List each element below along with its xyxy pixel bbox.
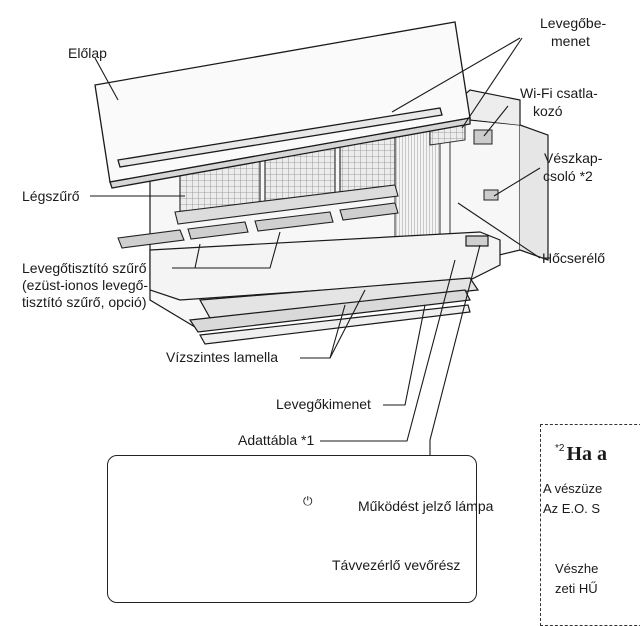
purifier-filters [117, 202, 399, 249]
note-line-2: Az E.O. S [543, 501, 601, 516]
label-heat-exchanger: Hőcserélő [542, 250, 606, 266]
unit-front-body [149, 231, 501, 345]
note-marker: *2 [555, 443, 565, 454]
note-line-1: A vészüze [543, 481, 603, 496]
label-emergency-2: csoló *2 [543, 168, 593, 184]
label-operation-lamp: Működést jelző lámpa [358, 498, 494, 514]
indicator-callout-box [107, 455, 477, 603]
leader-lines [90, 37, 541, 455]
note-line-3: Vészhe [555, 561, 599, 576]
label-rating-plate: Adattábla *1 [238, 432, 315, 448]
label-wifi-2: kozó [533, 103, 563, 119]
emergency-switch-mark [483, 189, 499, 201]
label-wifi-1: Wi-Fi csatla- [520, 85, 598, 101]
rating-plate-mark [465, 235, 489, 247]
note-line-4: zeti HŰ [555, 581, 598, 596]
power-icon: ⏻ [303, 494, 313, 508]
label-remote-receiver: Távvezérlő vevőrész [332, 557, 461, 573]
label-purifier-3: tisztító szűrő, opció) [22, 294, 147, 310]
horizontal-louver [188, 289, 471, 333]
label-air-inlet-1: Levegőbe- [540, 15, 607, 31]
label-emergency-1: Vészkap- [544, 150, 603, 166]
label-horizontal-louver: Vízszintes lamella [166, 349, 279, 365]
label-front-panel: Előlap [68, 45, 107, 61]
wifi-connector-mark [473, 129, 493, 145]
label-air-inlet-2: menet [551, 33, 590, 49]
label-purifier-2: (ezüst-ionos levegő- [22, 277, 149, 293]
label-air-outlet: Levegőkimenet [276, 396, 371, 412]
note-title-text: Ha a [566, 443, 608, 465]
label-air-filter: Légszűrő [22, 188, 80, 204]
front-panel [94, 21, 471, 189]
label-purifier-1: Levegőtisztító szűrő [22, 260, 147, 276]
